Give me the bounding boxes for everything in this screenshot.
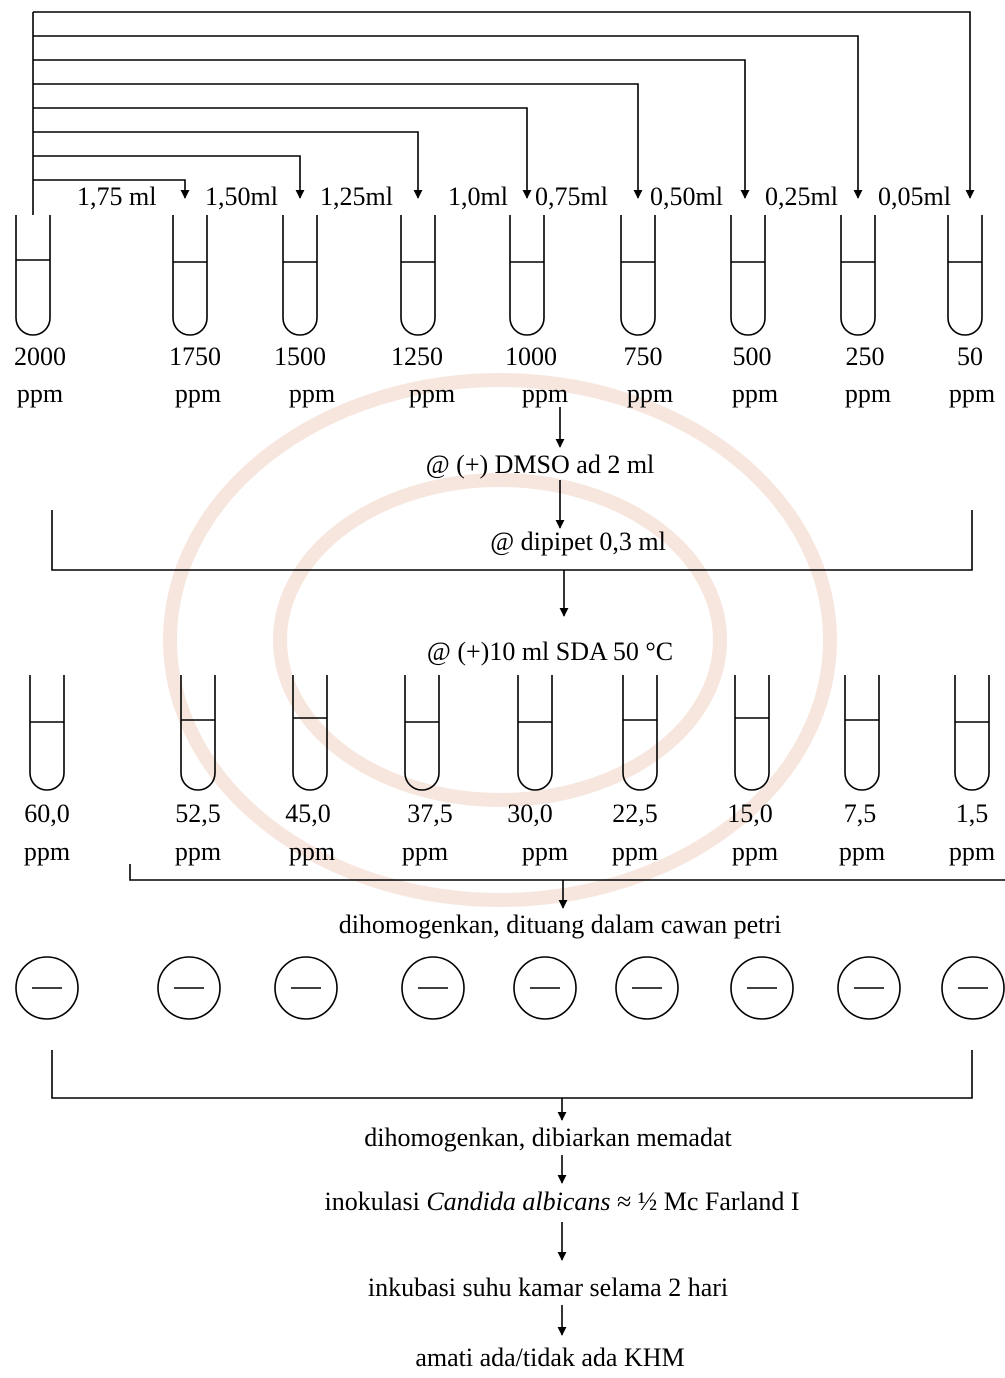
tube-value: 750	[624, 342, 663, 371]
volume-label: 1,25ml	[320, 182, 393, 211]
test-tube-icon	[180, 675, 216, 791]
volume-label: 1,0ml	[448, 182, 508, 211]
tube-value: 30,0	[507, 799, 553, 828]
petri-dish-icon	[274, 956, 338, 1020]
tube-unit: ppm	[522, 837, 568, 866]
test-tube-icon	[404, 675, 440, 791]
tube-unit: ppm	[24, 837, 70, 866]
tube-value: 45,0	[285, 799, 331, 828]
volume-label: 1,50ml	[205, 182, 278, 211]
tube-unit: ppm	[289, 379, 335, 408]
test-tube-icon	[172, 215, 208, 336]
tube-unit: ppm	[612, 837, 658, 866]
step-inoculate-suffix: ≈ ½ Mc Farland I	[611, 1187, 800, 1216]
petri-dish-icon	[157, 956, 221, 1020]
test-tube-icon	[734, 675, 770, 791]
tube-unit: ppm	[845, 379, 891, 408]
step-solidify: dihomogenkan, dibiarkan memadat	[364, 1123, 732, 1152]
tube-value: 1750	[169, 342, 221, 371]
step-observe: amati ada/tidak ada KHM	[415, 1343, 684, 1372]
test-tube-icon	[844, 675, 880, 791]
tube-unit: ppm	[839, 837, 885, 866]
petri-dish-icon	[730, 956, 794, 1020]
test-tube-icon	[400, 215, 436, 336]
petri-dish-row	[15, 956, 1005, 1020]
tube-value: 1250	[391, 342, 443, 371]
watermark-seal	[163, 373, 837, 907]
step-pour: dihomogenkan, dituang dalam cawan petri	[339, 910, 782, 939]
tube-unit: ppm	[732, 379, 778, 408]
step-dmso: @ (+) DMSO ad 2 ml	[426, 450, 655, 479]
tube-value: 500	[733, 342, 772, 371]
test-tube-icon	[620, 215, 656, 336]
test-tube-icon	[15, 215, 51, 336]
tube-unit: ppm	[627, 379, 673, 408]
volume-label: 0,75ml	[535, 182, 608, 211]
volume-label: 0,50ml	[650, 182, 723, 211]
tube-value: 1000	[505, 342, 557, 371]
petri-dish-icon	[837, 956, 901, 1020]
distribution-brackets	[32, 11, 975, 215]
final-tube-row	[29, 675, 990, 791]
tube-unit: ppm	[17, 379, 63, 408]
tube-value: 250	[846, 342, 885, 371]
final-concentration-labels: 60,0 ppm 52,5 ppm 45,0 ppm 37,5 ppm 30,0…	[24, 799, 995, 866]
tube-value: 60,0	[24, 799, 70, 828]
test-tube-icon	[840, 215, 876, 336]
test-tube-icon	[282, 215, 318, 336]
tube-value: 52,5	[175, 799, 221, 828]
step-sda: @ (+)10 ml SDA 50 °C	[427, 637, 673, 666]
tube-unit: ppm	[289, 837, 335, 866]
tube-value: 2000	[14, 342, 66, 371]
test-tube-icon	[292, 675, 328, 791]
collect-bracket	[129, 864, 1005, 881]
tube-unit: ppm	[175, 837, 221, 866]
tube-unit: ppm	[409, 379, 455, 408]
step-inoculate-prefix: inokulasi	[324, 1187, 426, 1216]
tube-unit: ppm	[949, 379, 995, 408]
petri-dish-icon	[615, 956, 679, 1020]
test-tube-icon	[954, 675, 990, 791]
collect-bracket	[51, 510, 973, 571]
tube-value: 37,5	[407, 799, 453, 828]
tube-value: 1500	[274, 342, 326, 371]
tube-unit: ppm	[402, 837, 448, 866]
tube-value: 1,5	[956, 799, 989, 828]
volume-labels: 1,75 ml 1,50ml 1,25ml 1,0ml 0,75ml 0,50m…	[77, 182, 951, 211]
petri-dish-icon	[513, 956, 577, 1020]
tube-value: 50	[957, 342, 983, 371]
volume-label: 0,05ml	[878, 182, 951, 211]
petri-dish-icon	[401, 956, 465, 1020]
tube-value: 7,5	[844, 799, 877, 828]
step-pipette: @ dipipet 0,3 ml	[490, 527, 666, 556]
volume-label: 0,25ml	[765, 182, 838, 211]
petri-dish-icon	[941, 956, 1005, 1020]
test-tube-icon	[730, 215, 766, 336]
test-tube-icon	[509, 215, 545, 336]
volume-label: 1,75 ml	[77, 182, 156, 211]
step-incubate: inkubasi suhu kamar selama 2 hari	[368, 1273, 728, 1302]
stock-concentration-labels: 2000 ppm 1750 ppm 1500 ppm 1250 ppm 1000…	[14, 342, 995, 408]
tube-value: 15,0	[727, 799, 773, 828]
tube-value: 22,5	[612, 799, 658, 828]
step-inoculate-species: Candida albicans	[426, 1187, 610, 1216]
collect-bracket	[51, 1050, 973, 1099]
step-inoculate: inokulasi Candida albicans ≈ ½ Mc Farlan…	[324, 1187, 799, 1216]
stock-tube-row	[15, 215, 983, 336]
tube-unit: ppm	[949, 837, 995, 866]
test-tube-icon	[622, 675, 658, 791]
test-tube-icon	[29, 675, 65, 791]
test-tube-icon	[947, 215, 983, 336]
tube-unit: ppm	[522, 379, 568, 408]
tube-unit: ppm	[732, 837, 778, 866]
petri-dish-icon	[15, 956, 79, 1020]
test-tube-icon	[517, 675, 553, 791]
tube-unit: ppm	[175, 379, 221, 408]
